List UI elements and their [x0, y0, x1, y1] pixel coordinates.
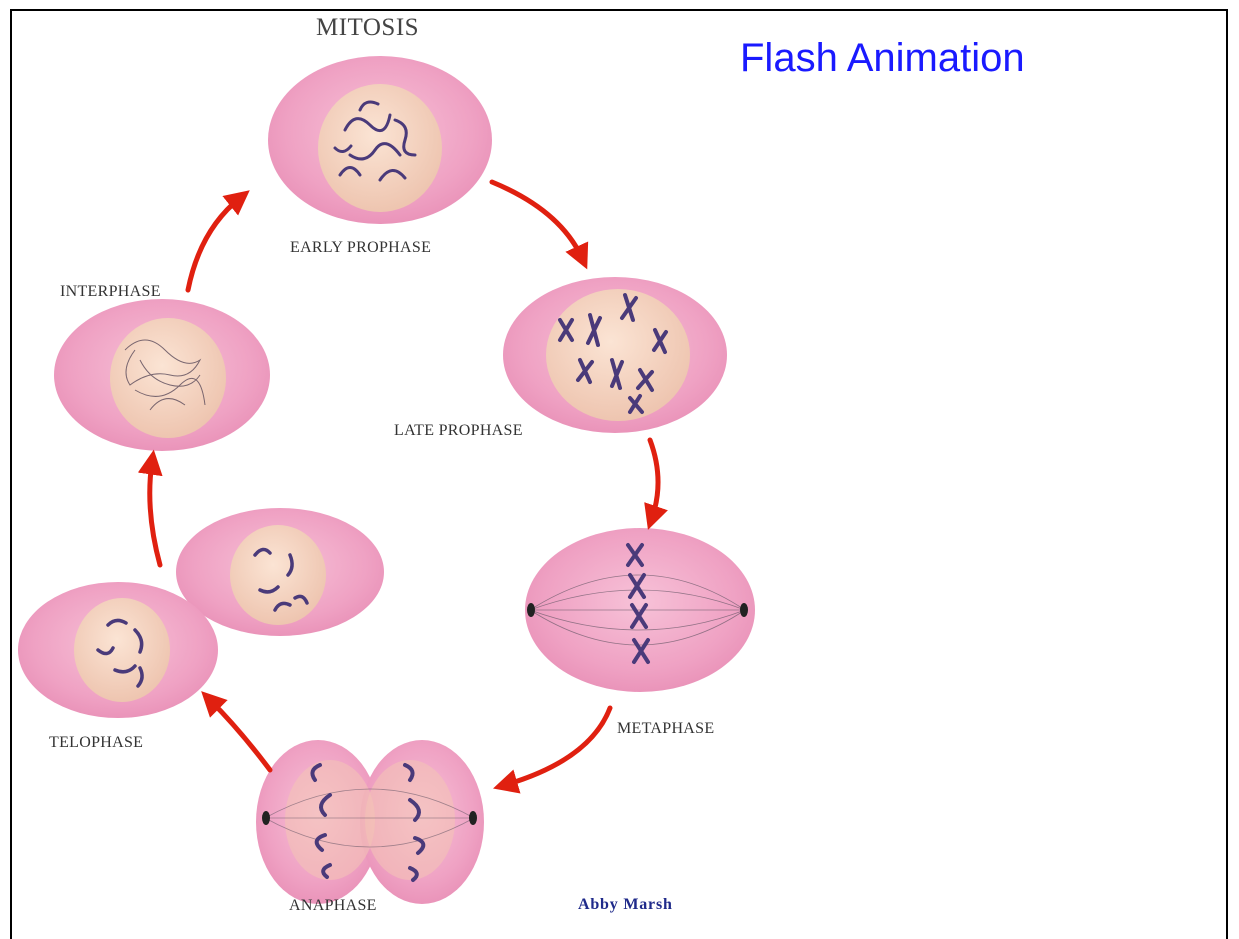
arrow-meta-to-ana: [505, 708, 610, 785]
arrow-ana-to-telo: [210, 700, 270, 770]
flash-animation-link[interactable]: Flash Animation: [740, 36, 1025, 81]
arrow-telo-to-inter: [150, 462, 160, 565]
cell-metaphase: [525, 528, 755, 692]
cell-telophase-lower: [18, 582, 218, 718]
arrow-inter-to-early: [188, 198, 240, 290]
cycle-arrows: [150, 182, 658, 785]
label-early-prophase: EARLY PROPHASE: [290, 239, 431, 257]
label-metaphase: METAPHASE: [617, 720, 714, 738]
cell-anaphase: [256, 740, 484, 904]
cell-late-prophase: [503, 277, 727, 433]
label-anaphase: ANAPHASE: [289, 897, 377, 915]
cell-telophase-upper: [176, 508, 384, 636]
label-interphase: INTERPHASE: [60, 283, 161, 301]
label-late-prophase: LATE PROPHASE: [394, 422, 523, 440]
cell-interphase: [54, 299, 270, 451]
diagram-title: MITOSIS: [316, 14, 419, 42]
arrow-early-to-late: [492, 182, 582, 258]
cell-early-prophase: [268, 56, 492, 224]
author-credit: Abby Marsh: [578, 896, 673, 914]
label-telophase: TELOPHASE: [49, 734, 143, 752]
arrow-late-to-meta: [650, 440, 658, 518]
